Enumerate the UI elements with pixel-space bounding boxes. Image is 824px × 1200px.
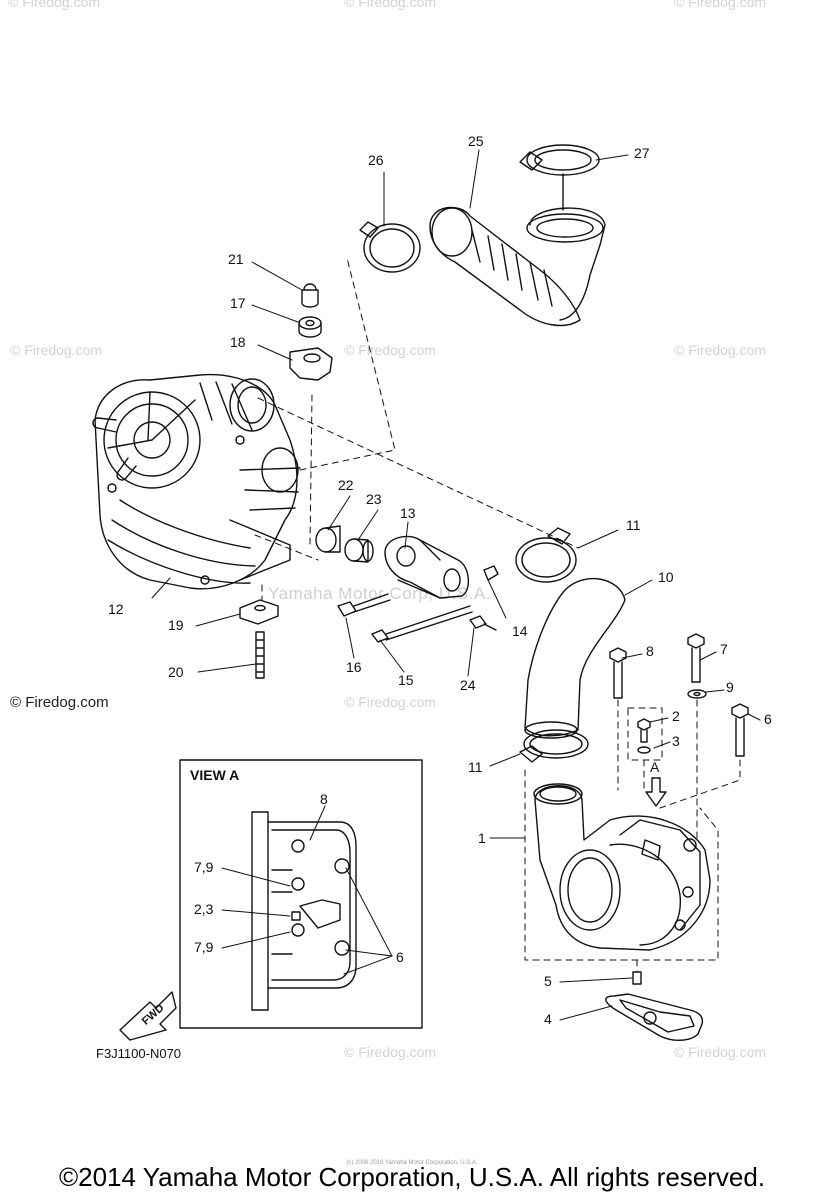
view-callout-2-3: 2,3 — [194, 901, 214, 917]
hose-clamp-lower-drawing — [519, 729, 589, 763]
callout-5: 5 — [544, 973, 552, 989]
callout-21: 21 — [228, 251, 244, 267]
diagram-code: F3J1100-N070 — [96, 1046, 182, 1061]
callout-20: 20 — [168, 664, 184, 680]
mounting-bolts-drawing — [609, 633, 749, 757]
callout-8: 8 — [646, 643, 654, 659]
callout-11-lower: 11 — [468, 759, 483, 775]
callout-15: 15 — [398, 672, 414, 688]
callout-4: 4 — [544, 1011, 552, 1027]
watermark: © Firedog.com — [344, 1044, 437, 1060]
callout-6: 6 — [764, 711, 772, 727]
callout-17: 17 — [230, 295, 246, 311]
fwd-label: FWD — [140, 1002, 167, 1028]
view-arrow-label: A — [650, 759, 660, 775]
view-a-detail-drawing — [251, 811, 357, 1011]
watermark: © Firedog.com — [674, 1044, 767, 1060]
callout-3: 3 — [672, 733, 680, 749]
dowel-and-gasket-drawing — [605, 971, 704, 1041]
view-a-box — [179, 759, 423, 1029]
view-callout-7-9-lower: 7,9 — [194, 939, 214, 955]
supercharger-housing-drawing — [92, 373, 301, 590]
callout-1: 1 — [478, 830, 486, 846]
pad-and-stud-drawing — [239, 599, 279, 679]
copyright-footer: ©2014 Yamaha Motor Corporation, U.S.A. A… — [58, 1162, 766, 1192]
view-callout-7-9-upper: 7,9 — [194, 859, 214, 875]
callout-10: 10 — [658, 569, 674, 585]
callout-19: 19 — [168, 617, 184, 633]
callout-14: 14 — [512, 623, 528, 639]
callout-25: 25 — [468, 133, 484, 149]
callout-24: 24 — [460, 677, 476, 693]
watermark: © Firedog.com — [344, 694, 437, 710]
view-a-title: VIEW A — [190, 767, 239, 783]
callout-26: 26 — [368, 152, 384, 168]
callout-9: 9 — [726, 679, 734, 695]
callout-labels: 21 17 18 26 25 27 12 22 23 13 11 10 14 1… — [108, 133, 772, 1028]
watermark: © Firedog.com — [344, 342, 437, 358]
cap-and-grommet-drawing — [289, 283, 333, 381]
watermark: © Firedog.com — [10, 694, 109, 711]
view-a-arrow — [645, 777, 667, 807]
callout-2: 2 — [672, 708, 680, 724]
callout-18: 18 — [230, 334, 246, 350]
watermark: © Firedog.com — [344, 0, 437, 10]
callout-11-upper: 11 — [626, 517, 641, 533]
intake-hose-drawing — [359, 144, 606, 327]
bracket-drawing — [384, 535, 469, 599]
fasteners-drawing — [337, 565, 499, 643]
elbow-hose-drawing — [524, 577, 626, 739]
watermark: © Firedog.com — [674, 342, 767, 358]
callout-7: 7 — [720, 641, 728, 657]
view-callout-8: 8 — [320, 791, 328, 807]
callout-22: 22 — [338, 477, 354, 493]
ghost-watermark: Yamaha Motor Corp, U.S.A. — [268, 584, 491, 603]
watermark: © Firedog.com — [674, 0, 767, 10]
callout-23: 23 — [366, 491, 382, 507]
view-callout-6: 6 — [396, 949, 404, 965]
callout-13: 13 — [400, 505, 416, 521]
watermark: © Firedog.com — [10, 342, 103, 358]
callout-27: 27 — [634, 145, 650, 161]
fine-print: (c) 2006 2016 Yamaha Motor Corporation, … — [346, 1160, 478, 1166]
callout-12: 12 — [108, 601, 124, 617]
watermark: © Firedog.com — [8, 0, 101, 10]
turbo-housing-drawing — [533, 783, 711, 951]
callout-16: 16 — [346, 659, 362, 675]
hose-clamp-upper-drawing — [515, 527, 577, 583]
bushing-drawing — [315, 525, 374, 563]
fwd-arrow — [119, 991, 177, 1041]
